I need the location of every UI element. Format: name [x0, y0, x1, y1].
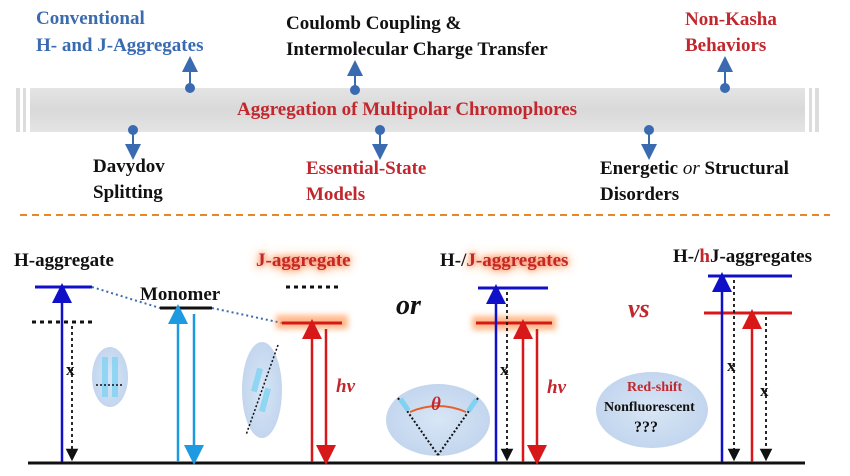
band-title: Aggregation of Multipolar Chromophores	[237, 99, 578, 120]
label-h-j-aggregates: H-/J-aggregates	[440, 250, 568, 272]
monomer-levels	[160, 304, 212, 465]
label-h-aggregate: H-aggregate	[14, 250, 114, 271]
red-shift-bubble	[596, 372, 708, 448]
upward-connectors	[182, 56, 733, 95]
monomer-to-h-connector	[91, 286, 161, 309]
j-aggregates-text: J-aggregates	[466, 250, 569, 271]
x-mark-hhj-1: x	[727, 356, 736, 375]
label-disorders: Disorders	[600, 184, 680, 205]
hj-aggregates-levels	[472, 284, 556, 465]
label-energetic-line: Energetic or Structural	[600, 158, 789, 180]
label-question: ???	[634, 419, 658, 436]
energetic-word: Energetic	[600, 158, 679, 179]
label-conventional-line1: Conventional	[36, 8, 145, 29]
label-h-hj-aggregates: H-/hJ-aggregates	[673, 246, 812, 268]
j-aggregate-levels	[242, 285, 348, 465]
center-band	[16, 88, 819, 132]
label-vs: vs	[628, 294, 650, 323]
label-or: or	[396, 290, 421, 321]
monomer-to-j-connector	[211, 307, 283, 324]
hj-prefix: H-/	[673, 246, 700, 267]
label-red-shift: Red-shift	[627, 380, 683, 395]
label-theta: θ	[431, 394, 441, 415]
label-davydov-line1: Davydov	[93, 156, 165, 177]
h-aggregate-levels	[32, 283, 128, 462]
downward-connectors	[125, 125, 657, 160]
hhj-aggregates-levels	[704, 272, 792, 462]
label-davydov-line2: Splitting	[93, 182, 163, 203]
label-hv-1: hv	[336, 376, 355, 397]
hj-rest: J-aggregates	[709, 246, 812, 267]
label-j-aggregate: J-aggregate	[256, 250, 351, 271]
x-mark-hj: x	[500, 360, 509, 379]
hj-h: h	[699, 246, 710, 267]
label-monomer: Monomer	[140, 284, 221, 305]
label-coulomb-line1: Coulomb Coupling &	[286, 13, 462, 34]
label-conventional-line2: H- and J-Aggregates	[36, 35, 204, 56]
or-word: or	[682, 158, 700, 179]
label-nonkasha-line1: Non-Kasha	[685, 9, 777, 30]
x-mark-hhj-2: x	[760, 381, 769, 400]
label-nonfluorescent: Nonfluorescent	[604, 400, 695, 415]
label-hv-2: hv	[547, 377, 566, 398]
label-essential-line2: Models	[306, 184, 366, 205]
structural-word: Structural	[704, 158, 789, 179]
label-nonkasha-line2: Behaviors	[685, 35, 767, 56]
label-coulomb-line2: Intermolecular Charge Transfer	[286, 39, 548, 60]
angle-schematic	[386, 384, 490, 456]
h-prefix: H-/	[440, 250, 467, 271]
x-mark-h: x	[66, 360, 75, 379]
label-essential-line1: Essential-State	[306, 158, 427, 179]
